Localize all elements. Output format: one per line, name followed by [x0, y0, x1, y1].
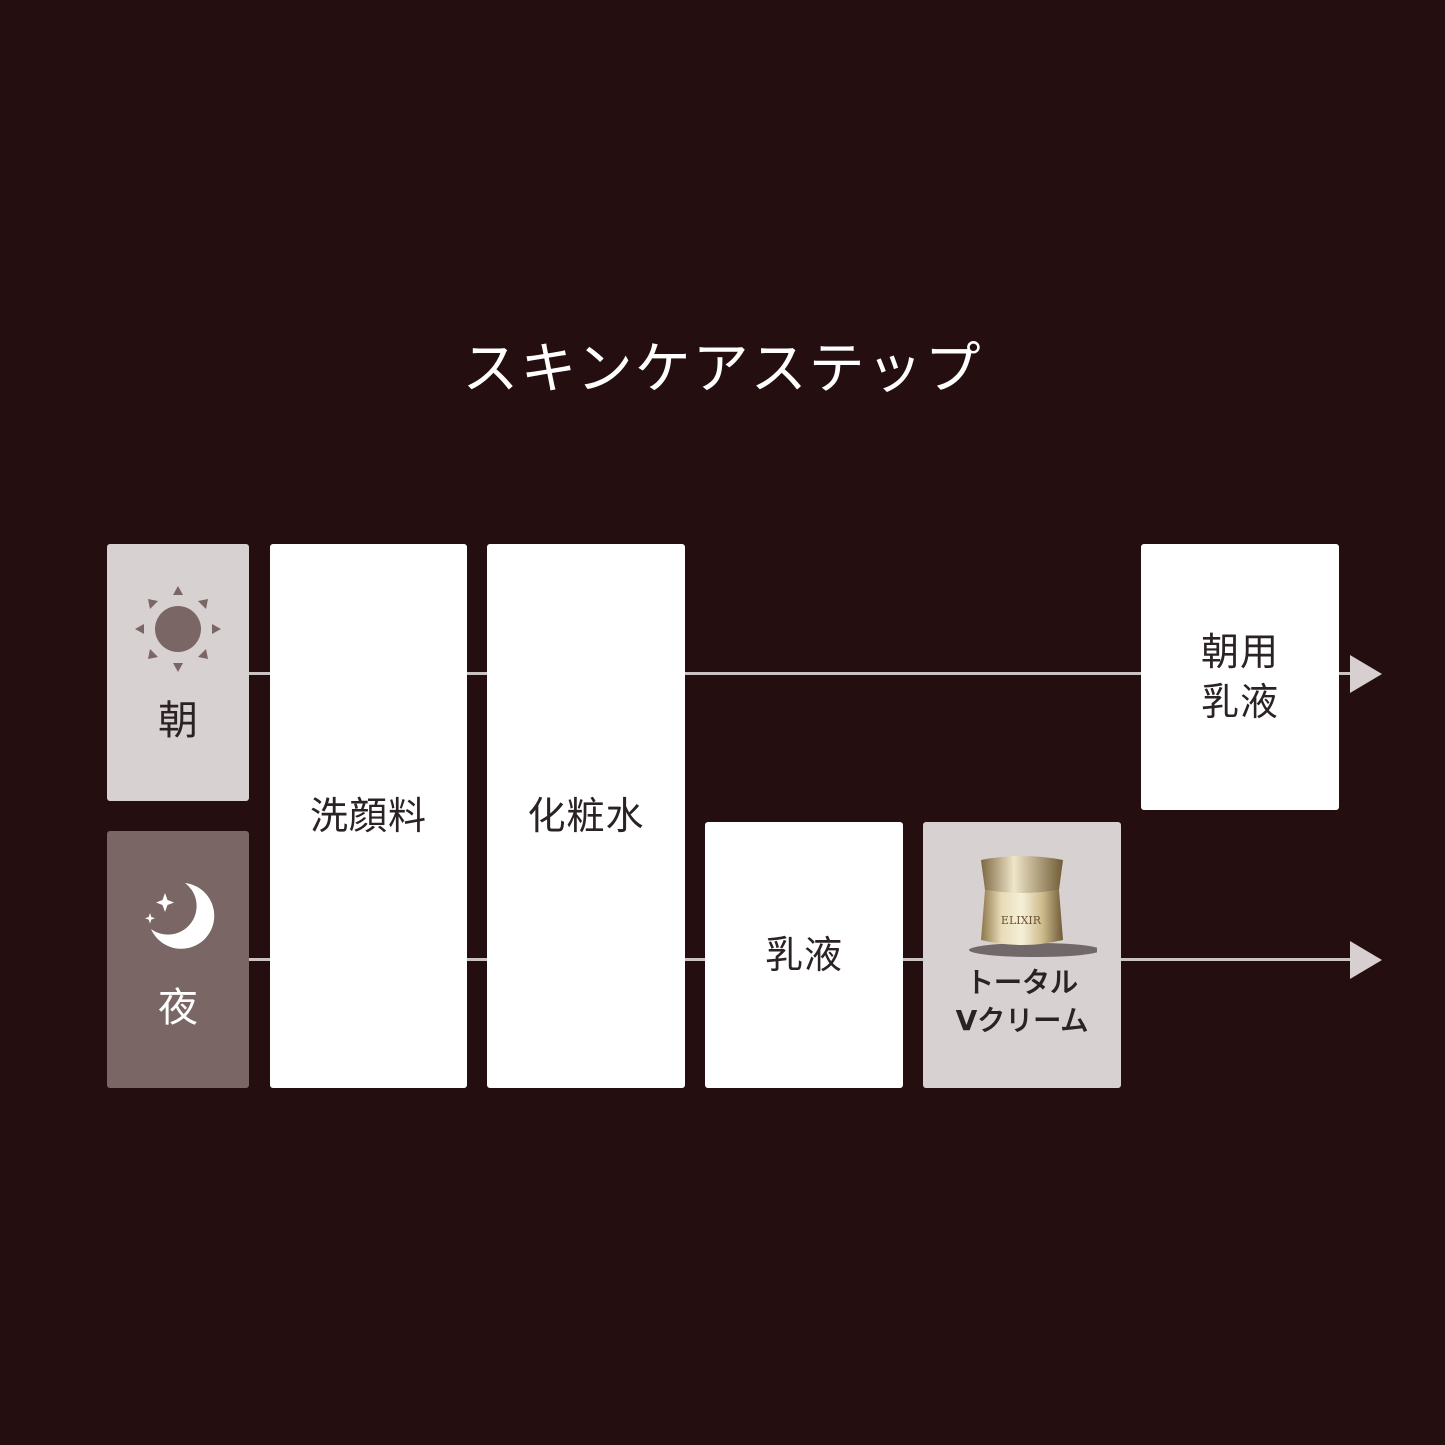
- step-cleanser: 洗顔料: [270, 544, 467, 1088]
- cream-brand-text: ELIXIR: [1001, 914, 1042, 927]
- step-cream-label: トータル Vクリーム: [955, 966, 1089, 1037]
- morning-label: 朝: [158, 698, 198, 744]
- night-arrow-head: [1350, 941, 1382, 979]
- cream-jar-image: ELIXIR: [969, 856, 1097, 957]
- step-cleanser-label: 洗顔料: [309, 794, 427, 838]
- step-lotion-label: 化粧水: [527, 794, 645, 838]
- sun-icon: [135, 586, 221, 672]
- morning-tile: 朝: [107, 544, 249, 801]
- step-morning-emulsion: 朝用 乳液: [1141, 544, 1339, 810]
- morning-arrow-head: [1350, 655, 1382, 693]
- page-title: スキンケアステップ: [462, 337, 983, 402]
- step-emulsion: 乳液: [705, 822, 903, 1088]
- step-emulsion-label: 乳液: [764, 933, 843, 977]
- morning-flow-line: [248, 672, 1353, 675]
- moon-icon: [145, 883, 215, 949]
- night-label: 夜: [158, 985, 198, 1031]
- step-morning-emulsion-label: 朝用 乳液: [1200, 630, 1279, 724]
- night-tile: 夜: [107, 831, 249, 1088]
- step-lotion: 化粧水: [487, 544, 685, 1088]
- step-cream: ELIXIR トータル Vクリーム: [923, 822, 1121, 1088]
